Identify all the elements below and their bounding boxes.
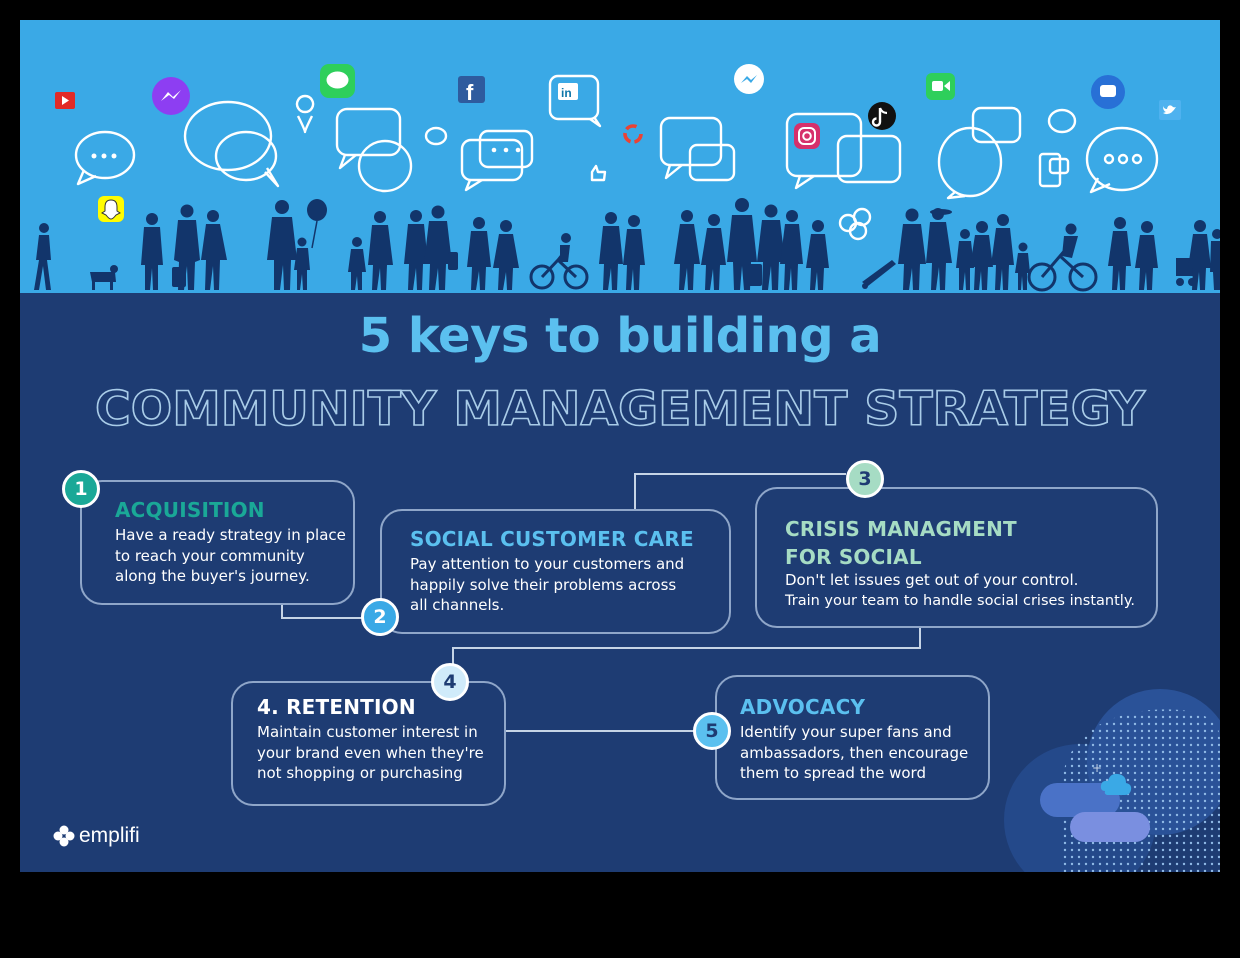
header-illustration: in f xyxy=(34,64,1220,292)
chat-bubble-icon xyxy=(74,130,136,186)
chat-bubble-icon xyxy=(785,112,902,190)
step-2-title: SOCIAL CUSTOMER CARE xyxy=(410,527,694,551)
step-1-body: Have a ready strategy in place to reach … xyxy=(115,526,346,585)
infographic: in f xyxy=(20,20,1220,872)
svg-text:f: f xyxy=(466,80,474,105)
decorative-cloud-graphic: + xyxy=(1004,689,1220,872)
linkedin-icon: in xyxy=(558,83,578,100)
emplifi-logo-text: emplifi xyxy=(79,824,140,847)
step-2-badge: 2 xyxy=(361,598,399,636)
youtube-icon xyxy=(55,92,75,109)
step-1-title: ACQUISITION xyxy=(115,498,265,522)
chat-bubble-icon xyxy=(460,129,534,192)
title-line-1: 5 keys to building a xyxy=(358,308,882,364)
emplifi-logo-icon xyxy=(53,825,75,847)
chat-bubble-icon xyxy=(659,116,736,182)
step-card-social-customer-care xyxy=(380,509,731,634)
step-card-crisis-management xyxy=(755,487,1158,628)
facetime-icon xyxy=(926,73,955,100)
step-1-badge: 1 xyxy=(62,470,100,508)
svg-text:in: in xyxy=(561,86,572,100)
message-icon xyxy=(320,64,355,98)
snapchat-icon xyxy=(98,196,124,222)
messenger-icon xyxy=(152,77,190,115)
step-4-badge: 4 xyxy=(431,663,469,701)
person-silhouette xyxy=(34,223,118,290)
step-3-badge: 3 xyxy=(846,460,884,498)
title-line-2: COMMUNITY MANAGEMENT STRATEGY xyxy=(95,382,1146,437)
facebook-icon: f xyxy=(458,76,485,105)
step-3-body: Don't let issues get out of your control… xyxy=(785,571,1135,609)
thumbs-up-icon xyxy=(590,164,607,182)
title-line-2-graphic: COMMUNITY MANAGEMENT STRATEGY xyxy=(94,381,1147,438)
step-3-title: CRISIS MANAGMENT FOR SOCIAL xyxy=(785,517,1017,569)
instagram-icon xyxy=(794,123,820,149)
step-card-acquisition xyxy=(80,480,355,605)
messenger-icon xyxy=(734,64,764,94)
step-5-title: ADVOCACY xyxy=(740,695,866,719)
step-5-body: Identify your super fans and ambassadors… xyxy=(740,723,969,782)
step-2-body: Pay attention to your customers and happ… xyxy=(410,555,685,614)
chat-bubble-icon xyxy=(1085,126,1159,194)
chat-bubble-icon xyxy=(937,106,1022,200)
twitter-icon xyxy=(1159,100,1181,120)
chat-bubble-icon xyxy=(424,74,1077,188)
tiktok-icon xyxy=(868,102,896,130)
step-card-advocacy xyxy=(715,675,990,800)
message-icon xyxy=(1091,75,1125,109)
step-card-retention xyxy=(231,681,506,806)
step-4-title: 4. RETENTION xyxy=(257,695,416,719)
svg-text:+: + xyxy=(1092,761,1102,775)
location-pin-icon xyxy=(295,94,315,134)
chat-bubble-icon xyxy=(335,107,413,193)
chat-bubble-icon xyxy=(183,100,280,188)
social-crowd-header: in f xyxy=(20,20,1220,293)
cloud-icon xyxy=(1100,773,1132,795)
step-4-body: Maintain customer interest in your brand… xyxy=(257,723,484,782)
flower-icon xyxy=(838,207,872,241)
emplifi-logo: emplifi xyxy=(53,824,140,848)
people-silhouettes xyxy=(34,198,1220,292)
step-5-badge: 5 xyxy=(693,712,731,750)
google-icon xyxy=(623,124,643,144)
